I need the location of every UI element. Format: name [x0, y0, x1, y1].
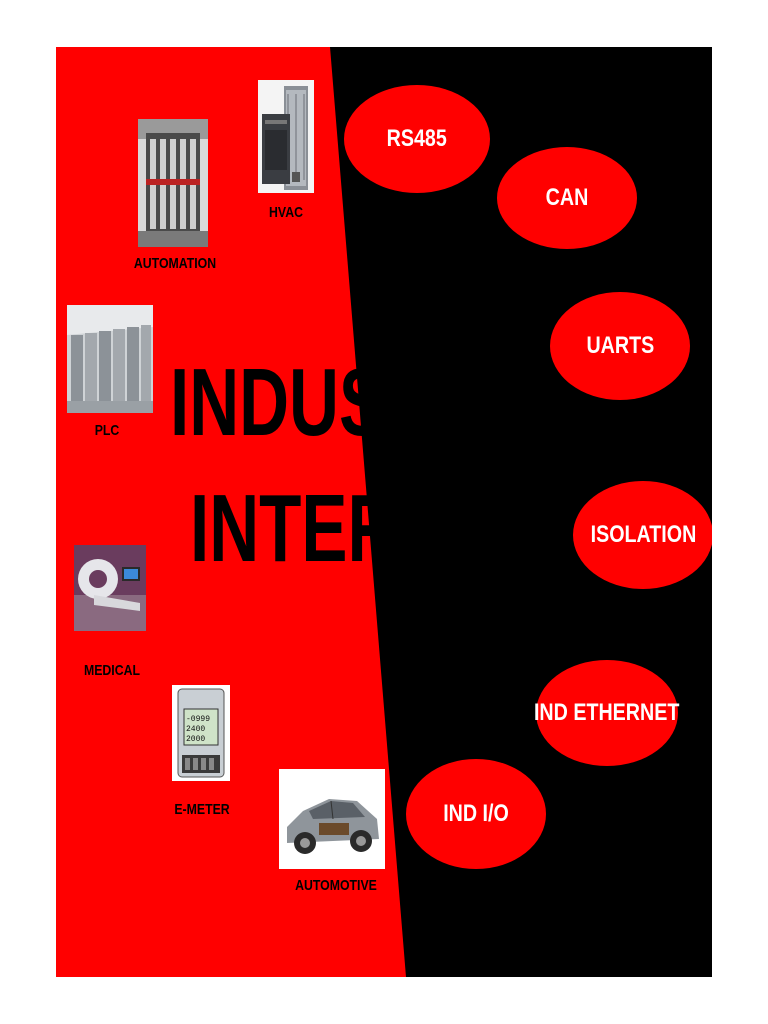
automotive-photo — [279, 769, 385, 869]
medical-label: MEDICAL — [83, 662, 141, 679]
hvac-photo — [258, 80, 314, 193]
interface-rs485[interactable]: RS485 — [344, 85, 490, 193]
automation-machine-icon — [138, 119, 208, 247]
car-icon — [279, 769, 385, 869]
page-title: INDUSTRIAL INTERFACE — [170, 355, 710, 577]
interface-ind-io[interactable]: IND I/O — [406, 759, 546, 869]
interface-isolation-label: ISOLATION — [590, 521, 696, 548]
emeter-label: E-METER — [174, 801, 230, 818]
svg-text:2000: 2000 — [186, 735, 205, 744]
title-line-1: INDUSTRIAL — [170, 349, 589, 456]
plc-label: PLC — [94, 422, 120, 439]
title-line-2: INTERFACE — [190, 475, 582, 582]
interface-rs485-label: RS485 — [386, 125, 448, 152]
interface-can-label: CAN — [545, 184, 589, 211]
interface-ind-ethernet[interactable]: IND ETHERNET — [534, 660, 680, 766]
svg-text:-0999: -0999 — [186, 715, 210, 724]
interface-uarts-label: UARTS — [586, 332, 654, 359]
interface-ind-io-label: IND I/O — [443, 800, 509, 827]
emeter-photo: -0999 2400 2000 — [172, 685, 230, 781]
red-panel — [56, 47, 406, 977]
hvac-unit-icon — [258, 80, 314, 193]
automation-photo — [138, 119, 208, 247]
interface-ind-ethernet-label: IND ETHERNET — [534, 699, 680, 726]
plc-cabinet-icon — [67, 305, 153, 413]
plc-photo — [67, 305, 153, 413]
automation-label: AUTOMATION — [133, 255, 217, 272]
automotive-label: AUTOMOTIVE — [295, 877, 377, 894]
ct-scanner-icon — [74, 545, 146, 631]
medical-photo — [74, 545, 146, 631]
interface-can[interactable]: CAN — [497, 147, 637, 249]
hvac-label: HVAC — [269, 204, 303, 221]
energy-meter-icon: -0999 2400 2000 — [172, 685, 230, 781]
interface-isolation[interactable]: ISOLATION — [573, 481, 712, 589]
poster: HVAC AUTOMATION PLC — [56, 47, 712, 977]
interface-uarts[interactable]: UARTS — [550, 292, 690, 400]
svg-text:2400: 2400 — [186, 725, 205, 734]
